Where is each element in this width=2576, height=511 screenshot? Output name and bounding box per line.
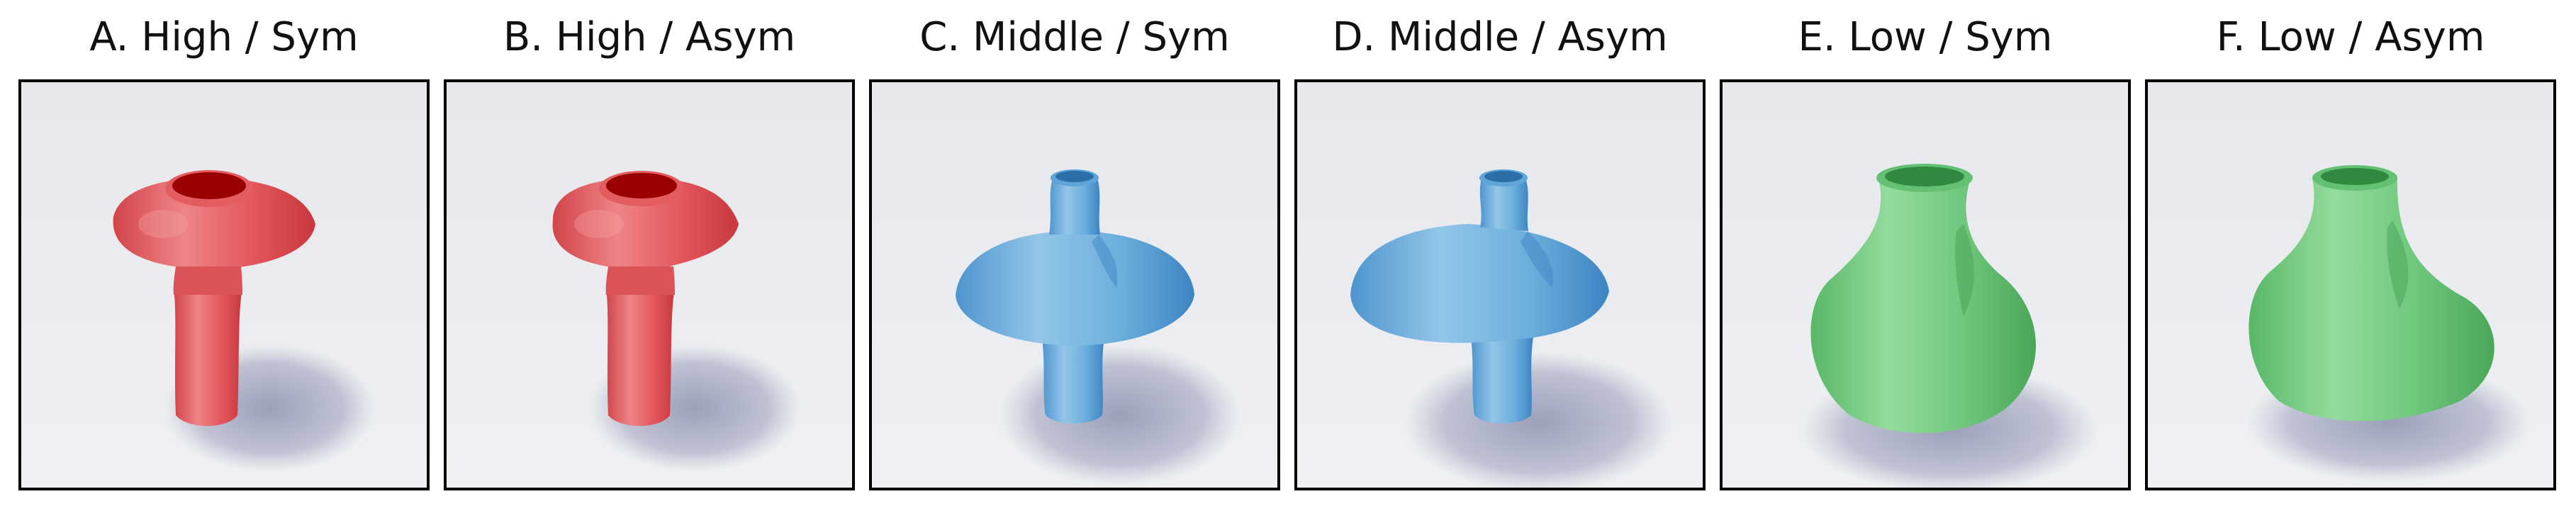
panel-title: B. High / Asym <box>503 14 796 60</box>
render-frame <box>444 79 855 490</box>
panel-title: C. Middle / Sym <box>919 14 1230 60</box>
panel-d: D. Middle / Asym <box>1294 0 1706 511</box>
red-vase-image <box>447 82 852 488</box>
blue-vase-image <box>1297 82 1703 488</box>
panel-title: F. Low / Asym <box>2216 14 2485 60</box>
render-frame <box>18 79 430 490</box>
panel-title: A. High / Sym <box>89 14 359 60</box>
render-frame <box>869 79 1280 490</box>
panel-c: C. Middle / Sym <box>869 0 1280 511</box>
panel-b: B. High / Asym <box>444 0 855 511</box>
red-vase-image <box>21 82 427 488</box>
panel-f: F. Low / Asym <box>2145 0 2556 511</box>
render-frame <box>1294 79 1706 490</box>
panel-title: D. Middle / Asym <box>1332 14 1668 60</box>
render-frame <box>2145 79 2556 490</box>
blue-vase-image <box>872 82 1277 488</box>
green-vase-image <box>1723 82 2128 488</box>
panel-a: A. High / Sym <box>18 0 430 511</box>
panel-e: E. Low / Sym <box>1720 0 2131 511</box>
render-frame <box>1720 79 2131 490</box>
green-vase-image <box>2148 82 2553 488</box>
panel-title: E. Low / Sym <box>1798 14 2053 60</box>
